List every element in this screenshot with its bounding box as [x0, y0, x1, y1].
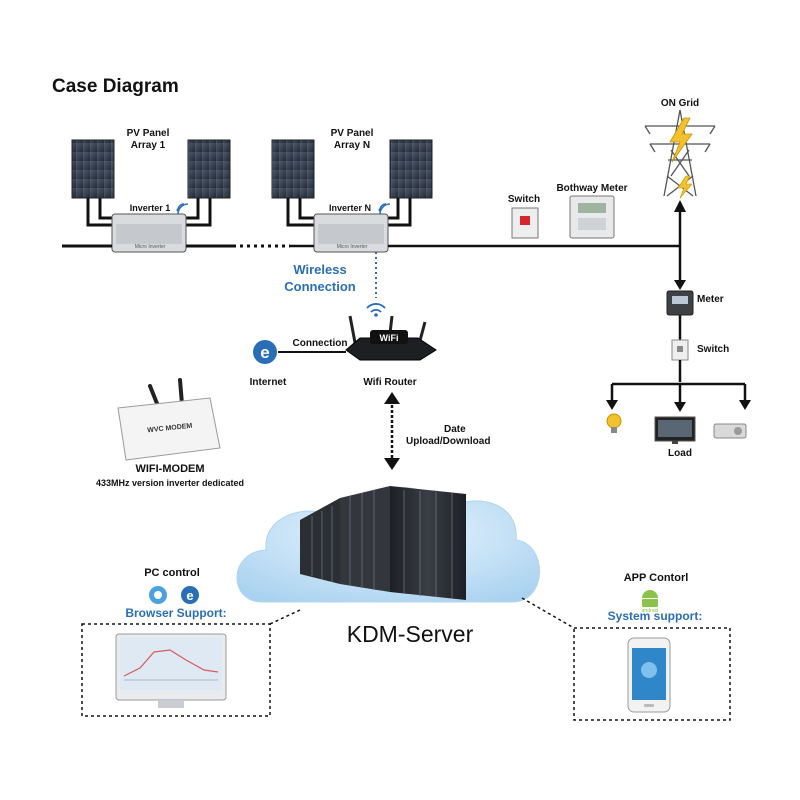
switch-icon	[671, 339, 689, 361]
solar-panel-icon	[71, 139, 115, 199]
bothway-meter-label: Bothway Meter	[556, 183, 627, 194]
modem-title: WIFI-MODEM	[135, 463, 204, 475]
pv-array-1-label: PV Panel	[127, 128, 170, 139]
upload-label-1: Date	[444, 424, 466, 435]
lightning-icon	[677, 175, 693, 199]
smartphone-icon	[627, 637, 671, 713]
solar-panel-icon	[271, 139, 315, 199]
pv-array-1-sublabel: Array 1	[131, 140, 166, 151]
server-name: KDM-Server	[347, 621, 474, 647]
internet-explorer-icon: e	[253, 340, 277, 364]
meter-label: Meter	[697, 294, 724, 305]
wireless-label-2: Connection	[284, 279, 356, 294]
router-badge: WiFi	[380, 333, 399, 343]
android-word: android	[642, 608, 659, 614]
diagram-title: Case Diagram	[52, 76, 179, 97]
browser-icon	[149, 586, 167, 604]
server-rack-icon	[300, 486, 466, 600]
load-label: Load	[668, 448, 692, 459]
svg-text:e: e	[260, 343, 269, 362]
svg-text:e: e	[186, 588, 193, 603]
internet-explorer-icon: e	[181, 586, 199, 604]
connection-label: Connection	[293, 338, 348, 349]
arrow-down-icon	[674, 280, 686, 290]
wireless-label-1: Wireless	[293, 262, 346, 277]
wifi-signal-icon	[378, 203, 391, 215]
wifi-modem-icon: WVC MODEM	[117, 378, 221, 461]
lightning-icon	[669, 117, 693, 163]
inverter-1-label: Inverter 1	[130, 203, 171, 213]
pv-array-n-label: PV Panel	[331, 128, 374, 139]
inverter-print: Micro Inverter	[135, 244, 166, 250]
pv-array-n: PV Panel Array N Micro Inverter Inverter…	[271, 128, 433, 253]
wifi-signal-icon	[366, 303, 386, 317]
pc-control-title: PC control	[144, 567, 200, 579]
pv-array-n-sublabel: Array N	[334, 140, 370, 151]
wifi-signal-icon	[176, 203, 189, 215]
arrow-down-icon	[384, 458, 400, 470]
pc-control-frame	[81, 623, 271, 717]
breaker-switch-icon	[511, 207, 539, 239]
solar-panel-icon	[187, 139, 231, 199]
meter-icon	[666, 290, 694, 316]
wifi-router-label: Wifi Router	[363, 377, 416, 388]
air-conditioner-icon	[713, 423, 747, 439]
modem-subtitle: 433MHz version inverter dedicated	[96, 478, 244, 488]
light-bulb-icon	[606, 413, 622, 433]
system-support-label: System support:	[608, 609, 703, 623]
wifi-router-icon: WiFi	[345, 315, 437, 361]
modem-brand: WVC MODEM	[147, 423, 193, 435]
app-control-title: APP Contorl	[624, 572, 689, 584]
television-icon	[654, 416, 696, 444]
pv-array-1: PV Panel Array 1 Micro Inverter Inverter…	[71, 128, 231, 253]
app-control-frame	[573, 627, 731, 721]
android-icon: android	[642, 590, 659, 614]
solar-panel-icon	[389, 139, 433, 199]
switch-top-label: Switch	[508, 194, 540, 205]
inverter-n-label: Inverter N	[329, 203, 371, 213]
power-tower-icon	[644, 109, 716, 197]
internet-label: Internet	[250, 377, 287, 388]
upload-label-2: Upload/Download	[406, 436, 490, 447]
arrow-up-icon	[384, 392, 400, 404]
inverter-print: Micro Inverter	[337, 244, 368, 250]
switch-label: Switch	[697, 344, 729, 355]
on-grid-label: ON Grid	[661, 98, 699, 109]
arrow-up-icon	[674, 200, 686, 212]
desktop-monitor-icon	[115, 633, 227, 708]
bothway-meter-icon	[569, 195, 615, 239]
browser-support-label: Browser Support:	[125, 606, 226, 620]
